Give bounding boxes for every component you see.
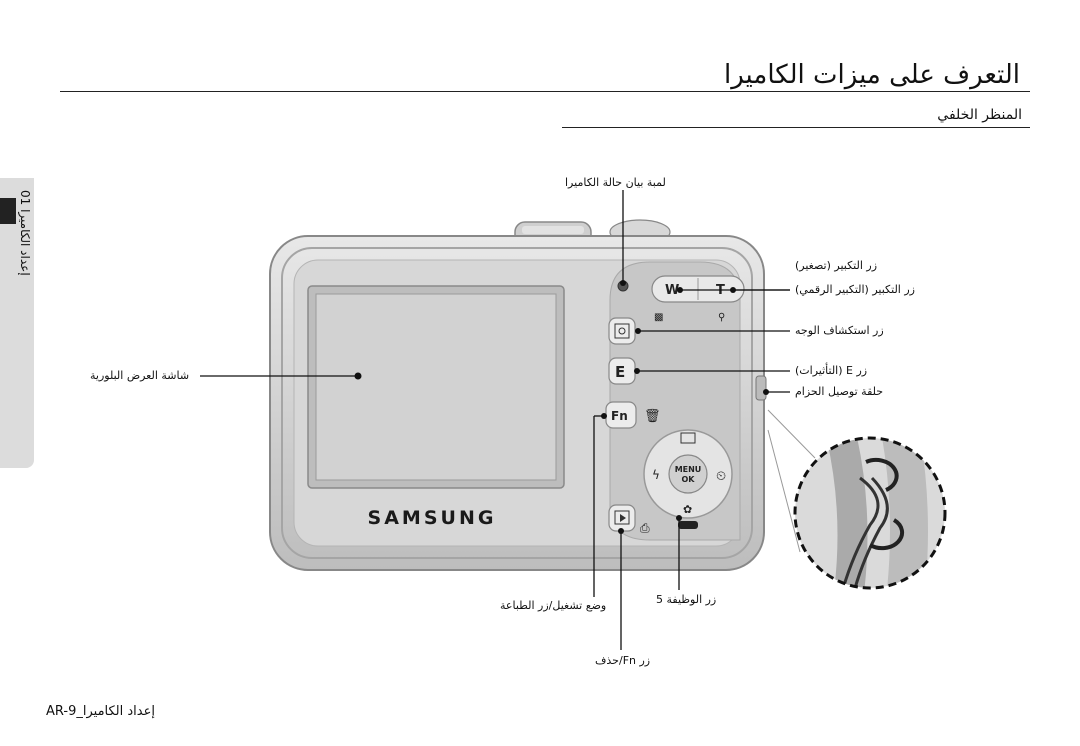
callout-dot-play bbox=[618, 528, 624, 534]
label-status-lamp: لمبة بيان حالة الكاميرا bbox=[565, 176, 666, 189]
label-fn-delete: زر Fn/حذف bbox=[595, 654, 651, 667]
callout-dot-pad bbox=[676, 515, 682, 521]
lcd-screen bbox=[315, 293, 557, 481]
callout-dot-lcd bbox=[354, 372, 362, 380]
callout-dot-face bbox=[635, 328, 641, 334]
print-icon: ⎙ bbox=[640, 521, 650, 535]
label-strap-eyelet: حلقة توصيل الحزام bbox=[795, 385, 884, 398]
playback-mode-icon bbox=[678, 521, 698, 529]
zoom-w-label: W bbox=[665, 283, 679, 298]
callout-dot-w bbox=[677, 287, 683, 293]
callout-dot-lamp bbox=[620, 280, 626, 286]
label-five-function: زر الوظيفة 5 bbox=[656, 593, 717, 606]
timer-icon: ⏲ bbox=[716, 469, 726, 484]
face-detect-button bbox=[608, 317, 636, 345]
strap-detail-inset bbox=[795, 438, 945, 588]
callout-dot-e bbox=[634, 368, 640, 374]
strap-eyelet bbox=[755, 375, 767, 401]
page-title: التعرف على ميزات الكاميرا bbox=[723, 60, 1020, 90]
menu-label: MENU bbox=[675, 465, 702, 474]
chapter-tab-marker bbox=[0, 198, 16, 224]
delete-icon: 🗑 bbox=[644, 408, 661, 424]
label-zoom-w: زر التكبير (تصغير) bbox=[795, 259, 878, 272]
label-face-detect: زر استكشاف الوجه bbox=[795, 324, 884, 337]
menu-ok-button bbox=[668, 454, 708, 494]
flash-icon: ϟ bbox=[652, 468, 660, 482]
label-play-print: وضع تشغيل/زر الطباعة bbox=[500, 599, 607, 612]
label-zoom-t: زر التكبير (التكبير الرقمي) bbox=[795, 283, 915, 296]
macro-icon: ✿ bbox=[683, 503, 692, 516]
callout-dot-t bbox=[730, 287, 736, 293]
e-button-label: E bbox=[615, 363, 625, 381]
inset-circle bbox=[793, 436, 947, 590]
title-rule bbox=[60, 91, 1030, 92]
brand-logo: SAMSUNG bbox=[368, 507, 497, 529]
page-footer: AR-9_إعداد الكاميرا bbox=[46, 704, 155, 719]
chapter-tab-label: 01 إعداد الكاميرا bbox=[18, 190, 32, 276]
label-lcd: شاشة العرض البلورية bbox=[90, 369, 190, 382]
callout-dot-strap bbox=[763, 389, 769, 395]
display-icon bbox=[680, 432, 696, 444]
chapter-side-tab bbox=[0, 178, 34, 468]
page-subtitle: المنظر الخلفي bbox=[937, 107, 1022, 123]
subtitle-rule bbox=[562, 127, 1030, 128]
ok-label: OK bbox=[682, 475, 696, 484]
magnify-icon: ⚲ bbox=[718, 312, 725, 323]
callout-dot-fn bbox=[601, 413, 607, 419]
fn-button-label: Fn bbox=[611, 409, 628, 423]
thumbnail-icon: ▩ bbox=[654, 312, 663, 323]
label-e-button: زر E (التأثيرات) bbox=[795, 364, 868, 377]
